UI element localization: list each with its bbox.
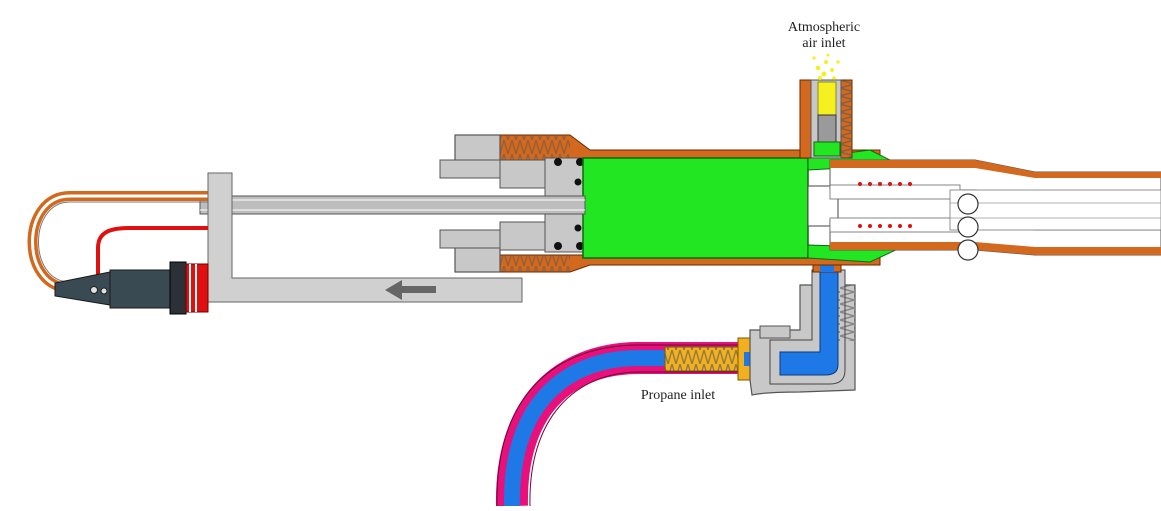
propane-inlet-label: Propane inlet <box>640 388 716 403</box>
pilot-tubes <box>27 191 586 293</box>
air-inlet-label: Atmospheric air inlet <box>772 20 876 52</box>
mixing-chamber <box>582 157 809 259</box>
air-inlet-label-line1: Atmospheric <box>787 20 861 35</box>
propane-elbow <box>749 269 856 396</box>
air-inlet-label-line2: air inlet <box>802 36 846 51</box>
burner-body <box>499 134 881 273</box>
igniter <box>54 261 209 315</box>
spark-icon <box>858 182 912 228</box>
sparkle-icon <box>812 53 840 80</box>
ignition-wire <box>96 226 208 290</box>
burner-tubes <box>829 159 1161 261</box>
arrow-left-icon <box>385 280 436 300</box>
propane-hose <box>495 342 745 507</box>
air-inlet-fitting <box>799 79 853 159</box>
